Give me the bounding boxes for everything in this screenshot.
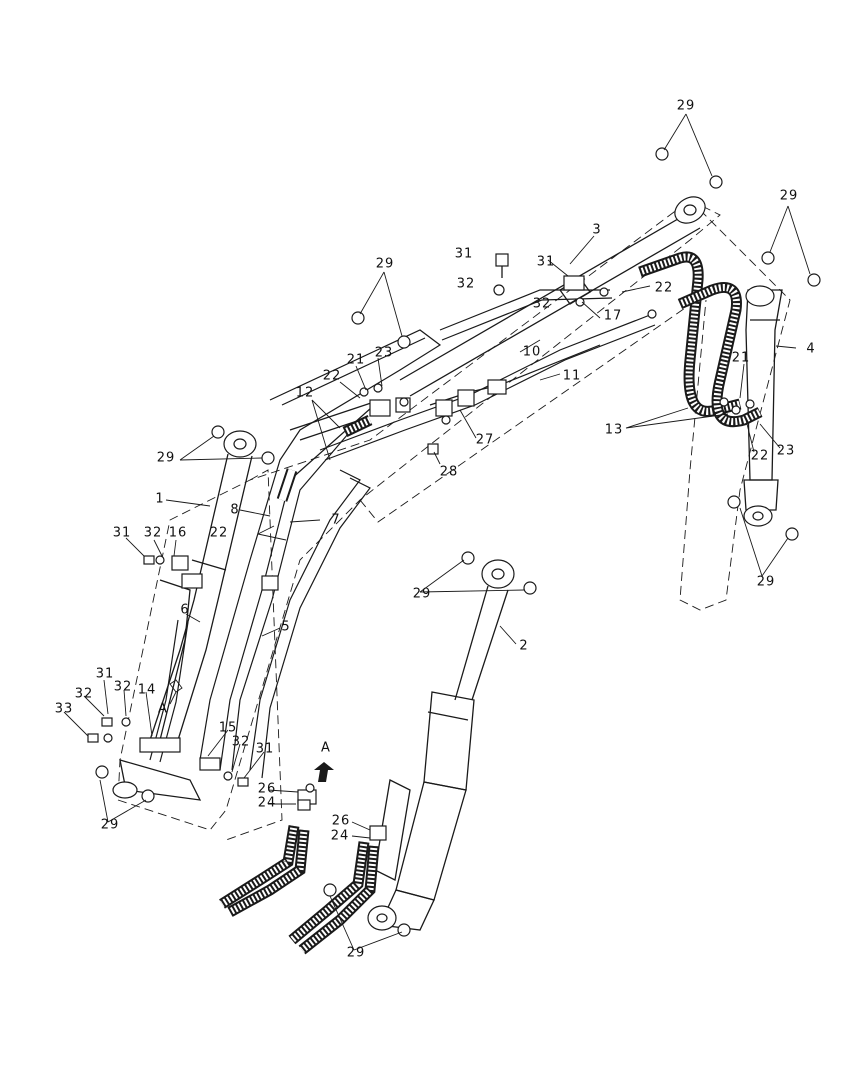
fittings: [87, 147, 821, 937]
callout-29: 29: [412, 586, 432, 602]
callout-32: 32: [74, 686, 94, 702]
callout-13: 13: [604, 422, 624, 438]
callout-1: 1: [155, 491, 165, 507]
callout-24: 24: [257, 795, 277, 811]
hoses-12: [276, 415, 373, 502]
callout-11: 11: [562, 368, 582, 384]
bottom-hoses: [219, 825, 380, 955]
callout-31: 31: [255, 741, 275, 757]
callout-22: 22: [750, 448, 770, 464]
callout-26: 26: [257, 781, 277, 797]
callout-32: 32: [143, 525, 163, 541]
callout-10: 10: [522, 344, 542, 360]
leader-lines: [63, 113, 811, 951]
callout-32: 32: [456, 276, 476, 292]
callout-22: 22: [322, 368, 342, 384]
callout-31: 31: [112, 525, 132, 541]
callout-17: 17: [603, 308, 623, 324]
callout-14: 14: [137, 682, 157, 698]
callout-29: 29: [779, 188, 799, 204]
callout-4: 4: [806, 341, 816, 357]
callout-29: 29: [375, 256, 395, 272]
callout-6: 6: [180, 602, 190, 618]
callout-16: 16: [168, 525, 188, 541]
callout-31: 31: [536, 254, 556, 270]
callout-15: 15: [218, 720, 238, 736]
callout-22: 22: [209, 525, 229, 541]
arm-cylinder-3: [399, 196, 706, 397]
callout-12: 12: [295, 385, 315, 401]
callout-29: 29: [346, 945, 366, 961]
callout-a: A: [158, 701, 168, 717]
callout-8: 8: [230, 502, 240, 518]
callout-33: 33: [54, 701, 74, 717]
callout-7: 7: [331, 512, 341, 528]
detail-a-arrows: [169, 679, 334, 782]
callout-29: 29: [676, 98, 696, 114]
callout-29: 29: [156, 450, 176, 466]
callout-21: 21: [731, 350, 751, 366]
bucket-cylinder-4: [743, 285, 783, 527]
flexible-hoses-13: [638, 251, 763, 427]
callout-31: 31: [95, 666, 115, 682]
callout-32: 32: [113, 679, 133, 695]
callout-5: 5: [281, 619, 291, 635]
callout-31: 31: [454, 246, 474, 262]
callout-32: 32: [532, 296, 552, 312]
callout-26: 26: [331, 813, 351, 829]
callout-a: A: [321, 740, 331, 756]
callout-28: 28: [439, 464, 459, 480]
callout-3: 3: [592, 222, 602, 238]
callout-2: 2: [519, 638, 529, 654]
callout-21: 21: [346, 352, 366, 368]
callout-32: 32: [231, 734, 251, 750]
callout-29: 29: [756, 574, 776, 590]
callout-23: 23: [374, 345, 394, 361]
callout-29: 29: [100, 817, 120, 833]
callout-22: 22: [654, 280, 674, 296]
callout-27: 27: [475, 432, 495, 448]
callout-23: 23: [776, 443, 796, 459]
boom-outline: [117, 199, 791, 841]
boom-cylinder-2: [367, 559, 515, 931]
callout-24: 24: [330, 828, 350, 844]
